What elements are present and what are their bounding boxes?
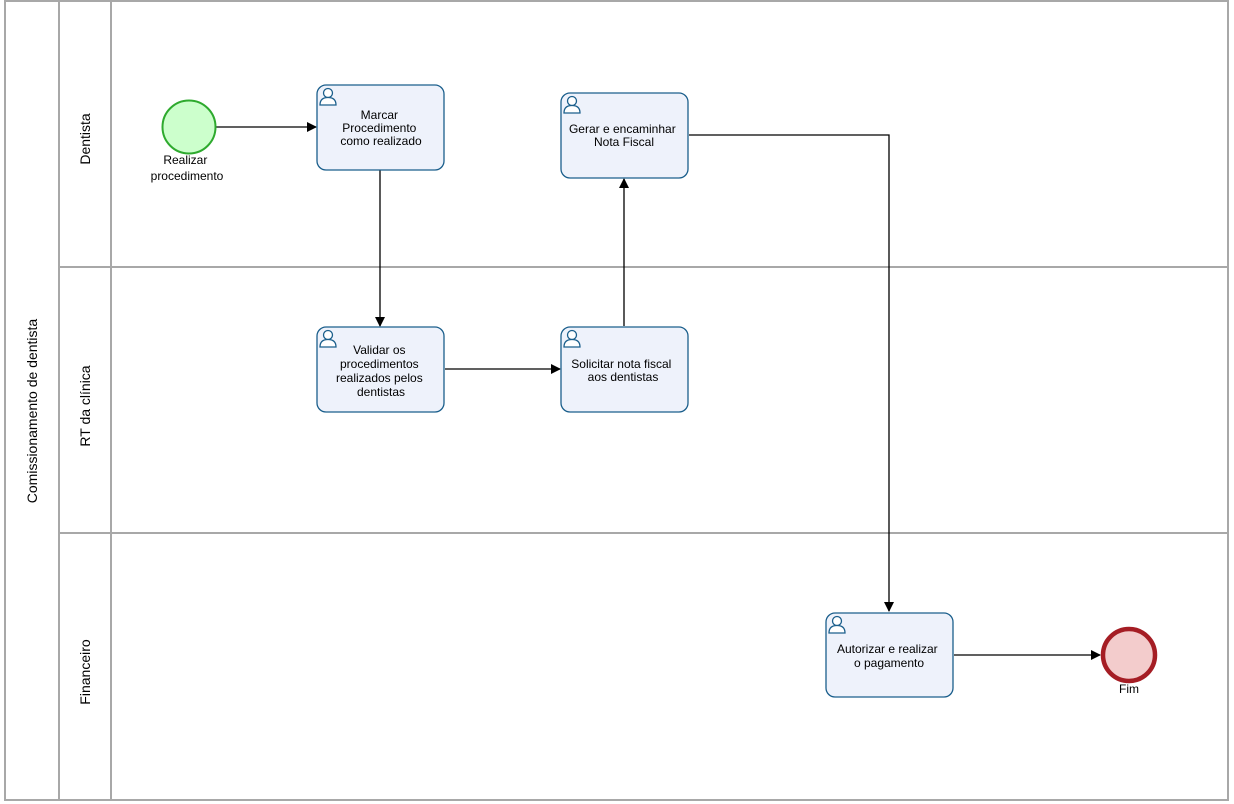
task-label-line: Solicitar nota fiscal [571, 357, 671, 371]
task-validar-procedimentos[interactable]: Validar os procedimentos realizados pelo… [316, 326, 445, 413]
end-event[interactable]: Fim [1100, 626, 1158, 696]
task-label-line: realizados pelos [336, 371, 423, 385]
pool-label: Comissionamento de dentista [24, 319, 40, 504]
lanes: Dentista RT da clínica Financeiro [59, 1, 1228, 800]
task-label-line: aos dentistas [588, 370, 659, 384]
sequence-flows [216, 122, 1101, 660]
task-solicitar-nota-fiscal[interactable]: Solicitar nota fiscal aos dentistas [560, 326, 689, 413]
task-label: Validar os procedimentos realizados pelo… [336, 343, 426, 399]
task-label-line: Nota Fiscal [594, 135, 654, 149]
start-event-label: Realizar procedimento [151, 153, 224, 183]
task-label-line: Validar os [353, 343, 405, 357]
task-label-line: Procedimento [342, 121, 416, 135]
lane-label-financeiro: Financeiro [77, 639, 93, 705]
task-label: Autorizar e realizar o pagamento [837, 642, 941, 670]
task-label-line: como realizado [340, 134, 422, 148]
end-event-label-line: Fim [1119, 682, 1139, 696]
task-autorizar-pagamento[interactable]: Autorizar e realizar o pagamento [825, 612, 954, 698]
start-event-label-line: procedimento [151, 169, 224, 183]
task-label: Gerar e encaminhar Nota Fiscal [569, 122, 679, 149]
task-label-line: procedimentos [340, 357, 419, 371]
flow-gerar-to-autorizar [689, 134, 894, 612]
task-marcar-procedimento[interactable]: Marcar Procedimento como realizado [316, 84, 445, 171]
pool: Comissionamento de dentista [4, 0, 1229, 801]
task-label-line: o pagamento [854, 656, 924, 670]
task-label: Solicitar nota fiscal aos dentistas [571, 357, 674, 384]
start-event-label-line: Realizar [163, 153, 207, 167]
task-label-line: Marcar [361, 108, 398, 122]
lane-label-rt-da-clinica: RT da clínica [77, 365, 93, 446]
task-label-line: dentistas [357, 385, 405, 399]
task-label: Marcar Procedimento como realizado [340, 108, 422, 148]
lane-label-dentista: Dentista [77, 113, 93, 165]
task-gerar-nota-fiscal[interactable]: Gerar e encaminhar Nota Fiscal [560, 92, 689, 179]
task-label-line: Autorizar e realizar [837, 642, 938, 656]
end-event-label: Fim [1119, 682, 1139, 696]
start-event[interactable]: Realizar procedimento [151, 99, 224, 184]
task-label-line: Gerar e encaminhar [569, 122, 676, 136]
